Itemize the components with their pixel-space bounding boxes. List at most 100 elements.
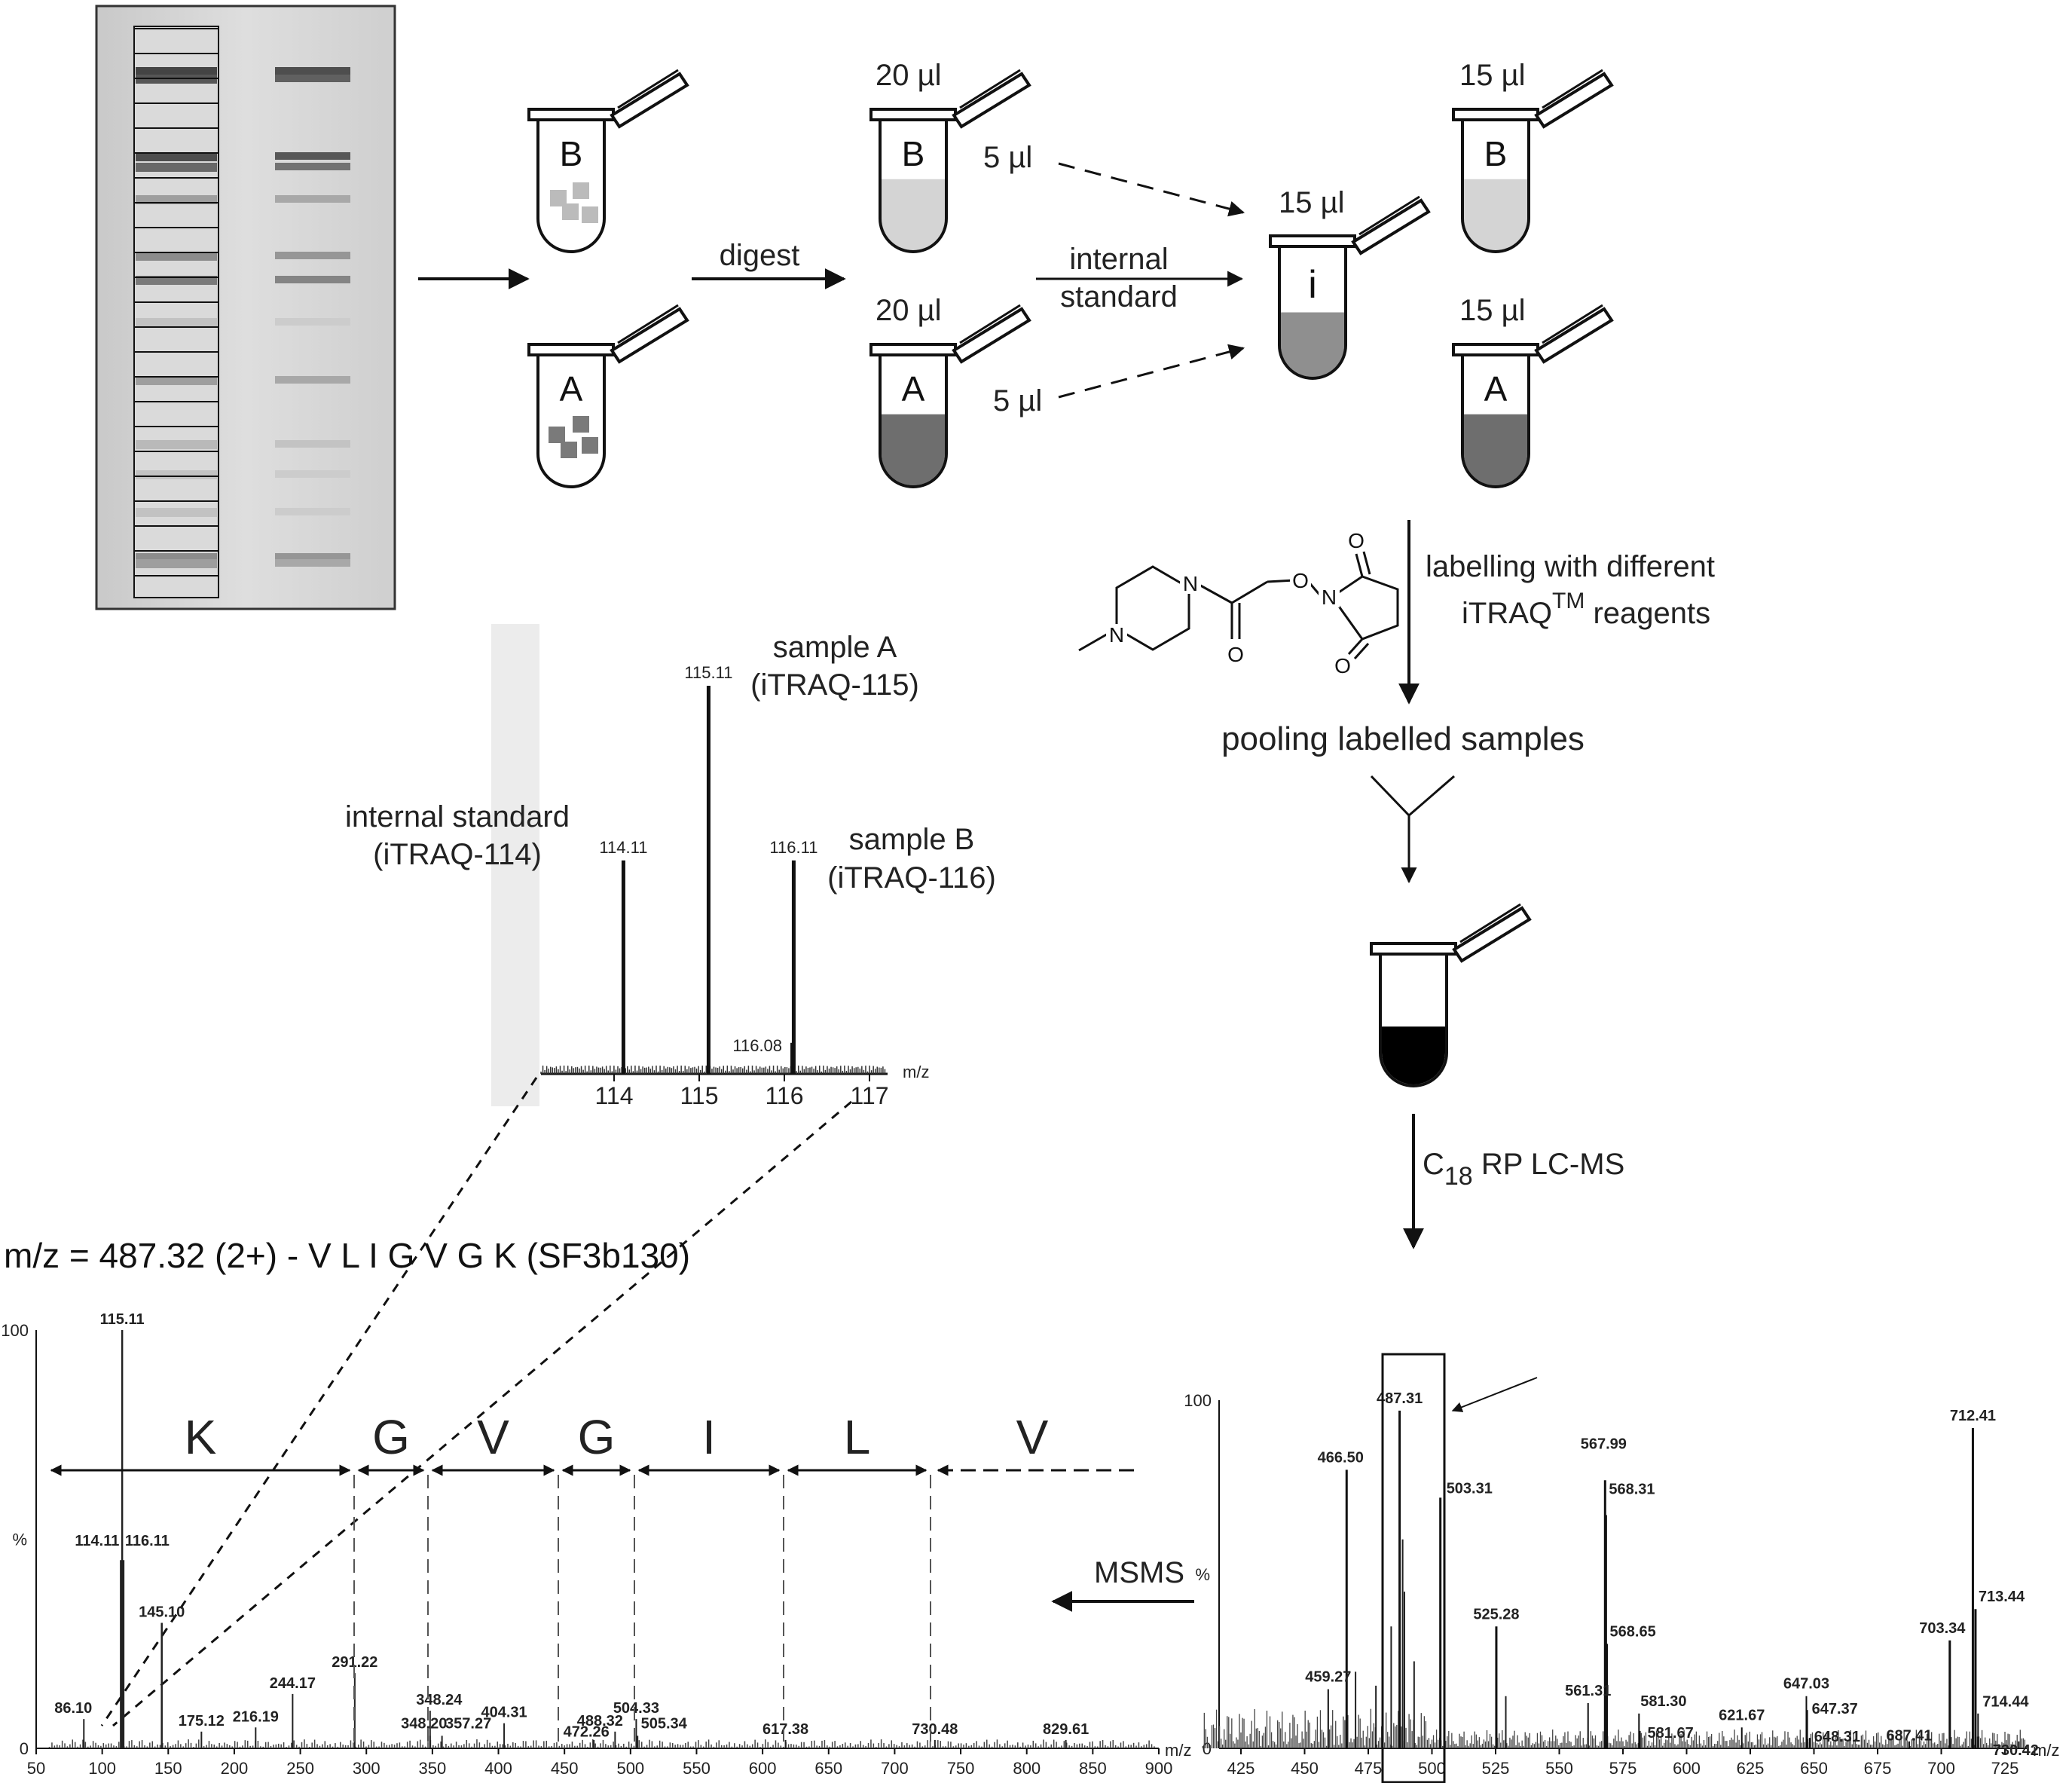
msms-tick-label: 900 [1145,1759,1173,1778]
volume-15-internal: 15 µl [1279,186,1345,219]
ms-peak-label: 561.31 [1565,1683,1611,1699]
tube-a-gel-label: A [560,369,583,408]
internal-standard-label: internal standard [345,800,570,833]
trademark-superscript: TM [1552,589,1585,613]
gel-piece [561,442,577,458]
msms-peak-label: 291.22 [332,1654,377,1671]
msms-tick-label: 150 [154,1759,182,1778]
msms-peak-label: 504.33 [613,1700,659,1717]
gel-band [136,508,217,517]
itraq-text: iTRAQ [1462,597,1552,630]
transfer-volume-b: 5 µl [983,141,1032,174]
ms-peak-label: 714.44 [1982,1694,2029,1711]
msms-ymax: 100 [1,1321,29,1340]
tube-body [1278,246,1347,380]
msms-tick-label: 250 [286,1759,314,1778]
ms-tick-label: 475 [1355,1759,1383,1778]
sample-a-label: sample A [773,631,897,664]
volume-20-b: 20 µl [876,59,942,92]
msms-peak-label: 404.31 [481,1705,527,1721]
gel-band [275,163,350,170]
ms-peak-label: 503.31 [1447,1480,1493,1497]
ms-peak-label: 525.28 [1473,1606,1519,1622]
tube-liquid [1281,312,1344,377]
msms-peak-label: 175.12 [179,1713,225,1729]
tube-body [1461,120,1530,253]
msms-peak-label: 348.20 [401,1715,447,1732]
tube-a-final-label: A [1484,369,1508,408]
msms-peak-label: 472.26 [564,1723,610,1740]
gel-piece [582,206,598,223]
gel-piece [549,427,565,443]
reporter-highlight-band [491,624,539,1106]
ms-tick-label: 575 [1609,1759,1637,1778]
ms-peak-label: 621.67 [1719,1707,1765,1723]
ms-tick-label: 425 [1227,1759,1255,1778]
msms-tick-label: 300 [353,1759,380,1778]
gel-band [136,163,217,172]
precursor-highlight-box [1381,1353,1446,1783]
msms-tick-label: 650 [814,1759,842,1778]
ms-xunit: m/z [2033,1741,2059,1760]
tube-body [1461,355,1530,488]
ms-tick-label: 675 [1864,1759,1892,1778]
sample-b-label: sample B [849,823,975,856]
ms-peak-label: 687.41 [1886,1727,1932,1744]
tube-lid [610,72,689,129]
arrow-transfer-a [1058,344,1245,399]
gel-band [136,440,217,449]
svg-text:O: O [1227,643,1244,666]
tube-rim [869,343,957,356]
ms-tick-label: 450 [1291,1759,1319,1778]
tube-b-gel-pieces [527,69,689,253]
tube-lid [1534,307,1614,364]
ladder-residue-i: I [702,1410,716,1464]
pooling-merge-lines [1370,775,1455,884]
sample-b-reagent: (iTRAQ-116) [827,861,996,895]
tube-body [879,120,948,253]
gel-piece [562,203,579,220]
svg-text:O: O [1334,654,1351,677]
reporter-tick-label: 115 [680,1082,718,1109]
ms-peak-label: 581.67 [1648,1725,1694,1742]
tube-lid-edge [959,69,1021,109]
gel-piece [573,416,589,433]
msms-tick-label: 400 [484,1759,512,1778]
gel-band [275,559,350,567]
tube-lid-edge [617,304,679,344]
msms-xunit: m/z [1165,1741,1191,1760]
gel-piece [582,437,598,454]
step-labelling-2: iTRAQTM reagents [1462,589,1710,630]
tube-body [536,355,606,488]
msms-tick-label: 800 [1013,1759,1041,1778]
reporter-peak-label: 116.11 [769,838,817,857]
tube-rim [1452,108,1539,121]
ladder-residue-g: G [372,1410,410,1464]
tube-lid-edge [1459,903,1521,943]
msms-peak-label: 116.11 [125,1533,170,1549]
step-msms-label: MSMS [1094,1556,1184,1589]
gel-band [275,67,350,75]
tube-lid-edge [1542,304,1603,344]
msms-peak-label: 617.38 [762,1721,808,1738]
svg-text:N: N [1109,623,1124,647]
ms-tick-label: 700 [1927,1759,1955,1778]
ms-peak-label: 712.41 [1950,1408,1996,1424]
ms-peak-label: 567.99 [1581,1436,1627,1453]
ladder-residue-v: V [1016,1410,1049,1464]
reporter-peak-label: 115.11 [684,663,732,682]
tube-group [527,69,1614,1087]
tube-lid [952,307,1031,364]
ms-tick-label: 525 [1482,1759,1510,1778]
msms-peak-label: 114.11 [75,1533,119,1549]
msms-peak-label: 216.19 [233,1708,279,1725]
gel-band [275,75,350,82]
msms-tick-label: 450 [551,1759,579,1778]
sample-a-reagent: (iTRAQ-115) [750,668,919,702]
tube-lid [952,72,1031,129]
gel-lane-cut [133,26,219,598]
gel-band [136,152,217,161]
svg-text:O: O [1292,569,1309,592]
step-lcms-label: C18 RP LC-MS [1423,1148,1624,1191]
